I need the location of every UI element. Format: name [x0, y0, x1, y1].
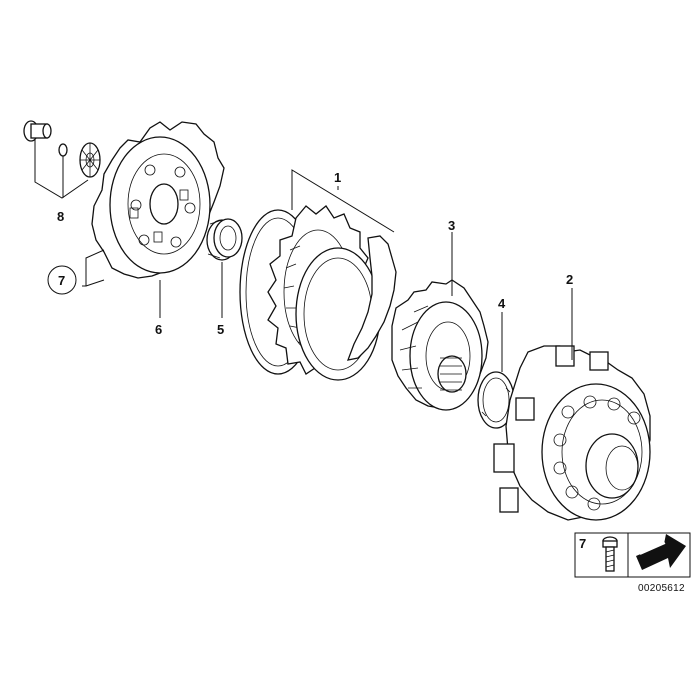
callout-label-7: 7 [58, 273, 65, 288]
callout-8-bracket [34, 140, 89, 199]
callout-label-3: 3 [448, 218, 455, 233]
arrow-icon [636, 534, 686, 570]
callout-1-bracket [291, 169, 395, 233]
callout-label-6: 6 [155, 322, 162, 337]
bolt-icon [602, 536, 618, 572]
callout-label-8: 8 [57, 209, 64, 224]
callout-7-circle[interactable] [47, 265, 77, 295]
part-8-bolt-and-washers[interactable] [23, 120, 101, 178]
legend-number-7: 7 [579, 536, 586, 551]
callout-label-5: 5 [217, 322, 224, 337]
diagram-reference-code: 00205612 [638, 583, 685, 594]
legend-box: 7 [574, 532, 691, 578]
part-3-clutch-hub[interactable] [391, 279, 489, 411]
part-2-clutch-basket[interactable] [493, 345, 651, 521]
callout-label-1: 1 [334, 170, 341, 185]
callout-7-leader [82, 249, 105, 287]
part-6-pressure-plate[interactable] [91, 121, 225, 279]
callout-label-2: 2 [566, 272, 573, 287]
part-5-bearing[interactable] [206, 218, 243, 261]
part-1-clutch-plate-set[interactable] [239, 205, 397, 381]
callout-label-4: 4 [498, 296, 506, 311]
